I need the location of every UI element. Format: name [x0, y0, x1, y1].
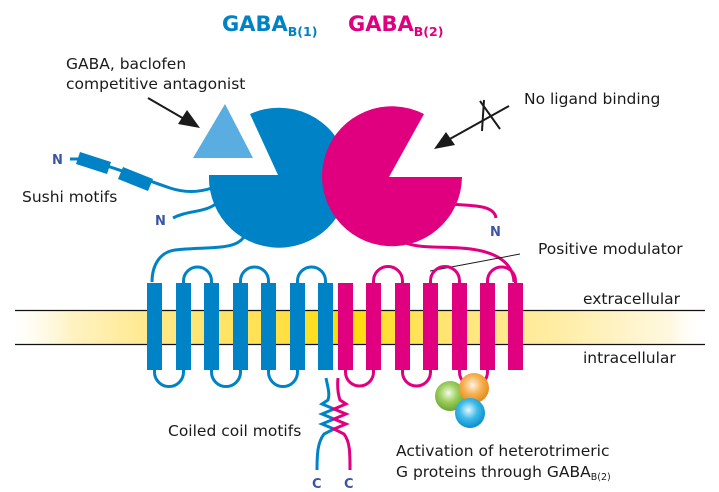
gaba-b1-extracellular-loop	[182, 265, 213, 285]
title-gaba-b2: GABAB(2)	[348, 12, 443, 39]
gaba-b2-venus-flytrap	[322, 106, 462, 247]
sushi-domain-1	[76, 152, 111, 174]
agonist-arrow-icon	[147, 97, 200, 128]
transmembrane-helices	[147, 265, 523, 388]
n-terminus-b1: N	[155, 214, 166, 229]
label-activation-line1: Activation of heterotrimeric	[396, 442, 609, 460]
g-protein-alpha	[435, 381, 465, 411]
cell-membrane	[15, 309, 705, 346]
ligand-triangle	[193, 104, 253, 158]
gaba-b2-tm-helix-7	[508, 283, 523, 370]
gaba-b1-extracellular-loop	[239, 265, 270, 285]
label-activation-line2-main: G proteins through GABA	[396, 463, 591, 481]
sushi-motifs	[70, 152, 213, 193]
gaba-b1-intracellular-loop	[153, 368, 185, 388]
gaba-b1-tm-helix-2	[176, 283, 191, 370]
label-positive-modulator: Positive modulator	[538, 240, 683, 258]
title-gaba-b1-sub: B(1)	[288, 24, 318, 39]
gaba-b2-extracellular-loop	[372, 265, 404, 285]
b2-linker	[395, 230, 516, 283]
no-ligand-arrow-icon	[434, 99, 510, 149]
gaba-b1-tm-helix-3	[204, 283, 219, 370]
b2-c-tail	[330, 377, 352, 471]
gaba-b2-tm-helix-6	[480, 283, 495, 370]
gaba-b1-tm-helix-7	[318, 283, 333, 370]
gaba-b2-intracellular-loop	[344, 368, 375, 388]
gaba-b2-extracellular-loop	[429, 265, 461, 285]
gaba-b1-extracellular-loop	[296, 265, 327, 285]
gaba-b1-tm-helix-1	[147, 283, 162, 370]
gaba-b2-tm-helix-2	[366, 283, 381, 370]
gaba-b2-extracellular-loop	[486, 265, 517, 285]
title-gaba-b1: GABAB(1)	[222, 12, 317, 39]
b1-linker	[150, 229, 248, 283]
label-activation-line2-sub: B(2)	[591, 472, 611, 483]
b1-c-tail	[315, 377, 338, 471]
gaba-b1-intracellular-loop	[267, 368, 299, 388]
title-gaba-b2-sub: B(2)	[414, 24, 444, 39]
membrane-bilayer	[15, 311, 705, 344]
positive-modulator-pointer	[429, 253, 521, 272]
gaba-b1-intracellular-loop	[210, 368, 242, 388]
label-agonist-line2: competitive antagonist	[66, 75, 245, 93]
label-intracellular: intracellular	[583, 349, 676, 367]
b1-n-tail	[172, 201, 218, 220]
sushi-domain-2	[118, 167, 153, 191]
c-terminus-b2: C	[344, 477, 354, 492]
label-no-ligand: No ligand binding	[524, 90, 660, 108]
label-agonist-line1: GABA, baclofen	[66, 55, 186, 73]
c-terminus-b1: C	[312, 477, 322, 492]
b2-n-tail	[449, 202, 498, 219]
label-sushi-motifs: Sushi motifs	[22, 188, 117, 206]
label-extracellular: extracellular	[583, 290, 681, 308]
heterotrimeric-g-protein	[435, 373, 489, 428]
gaba-b2-tm-helix-4	[423, 283, 438, 370]
gaba-b1-venus-flytrap	[208, 107, 349, 248]
n-terminus-sushi: N	[52, 153, 63, 168]
g-protein-beta	[459, 373, 489, 403]
title-gaba-b1-main: GABA	[222, 12, 288, 36]
n-terminus-b2: N	[490, 225, 501, 240]
gaba-b2-tm-helix-3	[395, 283, 410, 370]
gaba-b1-tm-helix-5	[261, 283, 276, 370]
title-gaba-b2-main: GABA	[348, 12, 414, 36]
label-coiled-coil: Coiled coil motifs	[168, 422, 301, 440]
label-activation-line2: G proteins through GABAB(2)	[396, 463, 611, 483]
gaba-b2-intracellular-loop	[401, 368, 432, 388]
gaba-b1-tm-helix-4	[233, 283, 248, 370]
gaba-b2-tm-helix-1	[338, 283, 353, 370]
g-protein-gamma	[455, 398, 485, 428]
gaba-b1-tm-helix-6	[290, 283, 305, 370]
gaba-b2-tm-helix-5	[452, 283, 467, 370]
coiled-coil	[315, 377, 352, 471]
